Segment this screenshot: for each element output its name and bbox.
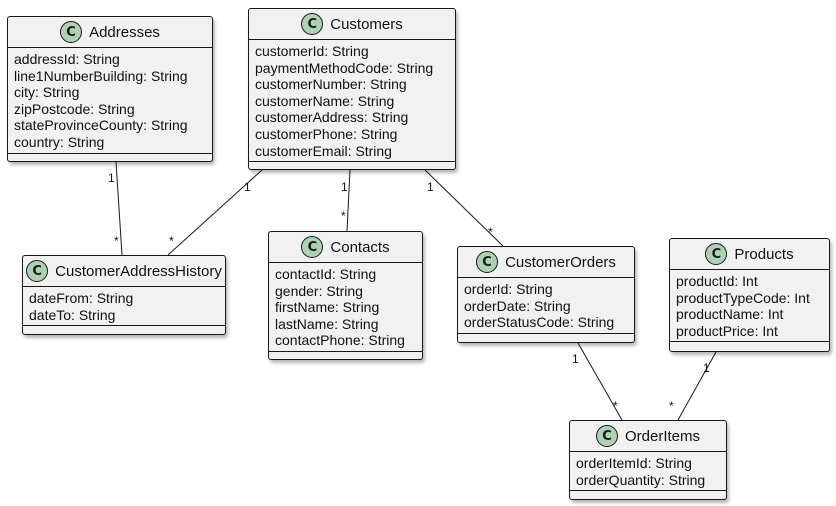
class-addresses[interactable]: C Addresses addressId: String line1Numbe… [7,16,213,162]
class-icon: C [595,425,618,447]
attribute: orderItemId: String [576,455,692,471]
method-compartment [458,332,634,341]
multiplicity-label: * [114,234,119,248]
class-name: OrderItems [624,427,700,445]
attribute: orderDate: String [464,297,571,314]
class-name: Addresses [89,23,160,41]
class-products[interactable]: C Products productId: Int productTypeCod… [669,238,830,352]
association-line-products-orderitems [677,351,717,421]
attribute: orderStatusCode: String [464,314,615,331]
attribute: line1NumberBuilding: String [14,67,188,84]
multiplicity-label: 1 [572,352,579,366]
method-compartment [23,325,225,333]
attribute: country: String [14,133,105,150]
multiplicity-label: * [488,225,493,239]
attribute: paymentMethodCode: String [255,59,434,76]
attribute-list: orderId: String orderDate: String orderS… [458,278,634,333]
multiplicity-label: * [669,399,674,413]
multiplicity-label: 1 [703,361,710,375]
class-icon: C [26,260,49,282]
multiplicity-label: 1 [341,180,348,194]
class-contacts[interactable]: C Contacts contactId: String gender: Str… [268,231,423,360]
attribute-list: contactId: String gender: String firstNa… [269,263,422,351]
multiplicity-label: * [613,399,618,413]
multiplicity-label: 1 [244,180,251,194]
attribute: contactPhone: String [275,332,405,349]
attribute: customerId: String [255,43,369,59]
class-name: CustomerAddressHistory [55,262,222,280]
attribute: orderQuantity: String [576,471,706,488]
attribute: productTypeCode: Int [676,289,810,306]
class-icon: C [705,243,728,265]
class-icon: C [476,251,499,273]
attribute: dateFrom: String [29,290,134,306]
method-compartment [670,341,829,349]
class-icon: C [60,21,83,43]
attribute: firstName: String [275,299,380,316]
method-compartment [269,350,422,359]
class-customer-address-history[interactable]: C CustomerAddressHistory dateFrom: Strin… [22,255,226,335]
attribute-list: orderItemId: String orderQuantity: Strin… [570,452,726,490]
attribute: gender: String [275,282,363,299]
multiplicity-label: * [169,234,174,248]
multiplicity-label: 1 [108,171,115,185]
attribute: contactId: String [275,266,377,282]
attribute-list: dateFrom: String dateTo: String [23,287,225,325]
class-header: C Addresses [8,17,212,48]
attribute-list: customerId: String paymentMethodCode: St… [249,40,455,161]
class-name: CustomerOrders [505,253,616,271]
attribute: dateTo: String [29,306,116,323]
attribute: orderId: String [464,281,553,297]
class-name: Products [734,245,794,263]
method-compartment [249,161,455,169]
association-line-customers-contacts [346,169,351,232]
attribute: city: String [14,84,80,101]
class-icon: C [301,13,324,35]
association-line-addresses-history [115,161,123,256]
class-header: C Contacts [269,232,422,263]
method-compartment [570,490,726,498]
attribute: productName: Int [676,306,784,323]
class-header: C CustomerAddressHistory [23,256,225,287]
attribute: customerName: String [255,92,395,109]
attribute-list: productId: Int productTypeCode: Int prod… [670,270,829,341]
class-header: C CustomerOrders [458,247,634,278]
class-name: Customers [330,15,403,33]
attribute-list: addressId: String line1NumberBuilding: S… [8,48,212,153]
association-line-customers-history [167,169,263,256]
class-customer-orders[interactable]: C CustomerOrders orderId: String orderDa… [457,246,635,343]
attribute: customerPhone: String [255,125,398,142]
attribute: stateProvinceCounty: String [14,117,188,134]
association-line-customers-orders [424,169,504,247]
class-customers[interactable]: C Customers customerId: String paymentMe… [248,8,456,170]
multiplicity-label: 1 [427,180,434,194]
class-name: Contacts [330,238,390,256]
attribute: addressId: String [14,51,120,67]
attribute: customerEmail: String [255,142,392,159]
class-header: C OrderItems [570,421,726,452]
class-header: C Customers [249,9,455,40]
attribute: zipPostcode: String [14,100,135,117]
attribute: productPrice: Int [676,322,778,339]
class-icon: C [301,236,324,258]
attribute: productId: Int [676,273,758,289]
association-line-orders-orderitems [577,342,623,421]
multiplicity-label: * [341,209,346,223]
class-header: C Products [670,239,829,270]
attribute: customerNumber: String [255,76,407,93]
class-order-items[interactable]: C OrderItems orderItemId: String orderQu… [569,420,727,500]
method-compartment [8,152,212,161]
attribute: customerAddress: String [255,109,409,126]
attribute: lastName: String [275,315,379,332]
